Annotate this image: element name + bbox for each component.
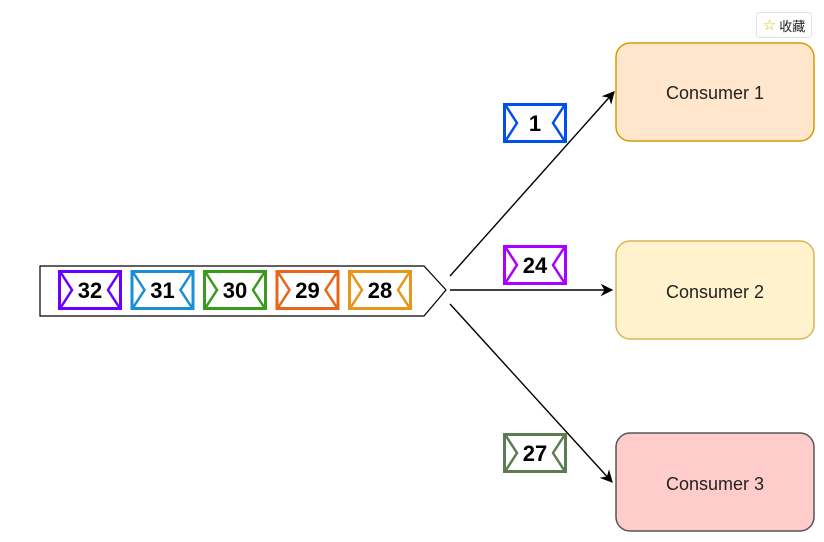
envelope-icon [504,105,566,141]
queued-message-31: 31 [130,270,195,310]
star-icon: ☆ [762,15,777,34]
consumer-1: Consumer 1 [615,42,815,142]
arrow-to-consumer-1 [449,91,615,277]
message-number: 31 [150,278,174,303]
message-number: 32 [78,278,102,303]
envelope-icon [504,435,566,471]
envelope-icon [349,272,411,308]
queued-messages: 32 31 30 29 28 [58,270,412,310]
message-number: 27 [523,441,547,466]
consumer-2: Consumer 2 [615,240,815,340]
queued-message-28: 28 [348,270,412,310]
envelope-icon [504,247,566,283]
message-number: 24 [523,253,548,278]
in-flight-message-24: 24 [503,245,567,285]
in-flight-message-27: 27 [503,433,567,473]
envelope-icon [204,272,266,308]
consumer-3: Consumer 3 [615,432,815,532]
consumer-2-label: Consumer 2 [666,282,764,302]
queued-message-30: 30 [203,270,267,310]
in-flight-message-1: 1 [503,103,567,143]
favorite-button[interactable]: ☆ 收藏 [756,12,812,38]
consumer-1-label: Consumer 1 [666,83,764,103]
message-number: 29 [295,278,319,303]
envelope-icon [277,272,338,308]
arrow-to-consumer-3 [449,303,613,483]
envelope-icon [132,272,193,308]
in-flight-messages: 1 24 27 [503,103,567,473]
favorite-label: 收藏 [779,19,806,35]
message-number: 30 [223,278,247,303]
consumer-3-label: Consumer 3 [666,474,764,494]
queued-message-32: 32 [58,270,122,310]
envelope-icon [59,272,121,308]
message-number: 1 [529,111,541,136]
queued-message-29: 29 [275,270,340,310]
message-number: 28 [368,278,392,303]
